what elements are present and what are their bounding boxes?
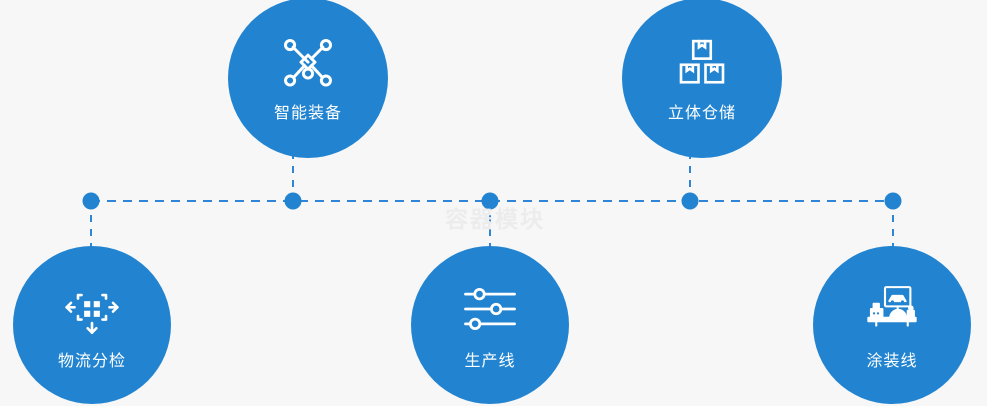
junction-dot-equipment bbox=[284, 192, 302, 210]
node-label: 智能装备 bbox=[273, 103, 342, 122]
network-nodes-icon bbox=[280, 35, 336, 91]
node-painting-line[interactable]: 涂装线 bbox=[813, 246, 971, 404]
watermark-label: 容器模块 bbox=[445, 207, 545, 233]
sorting-scan-icon bbox=[64, 281, 120, 337]
stacked-boxes-icon bbox=[674, 35, 730, 91]
node-label: 立体仓储 bbox=[667, 103, 736, 122]
sliders-icon bbox=[462, 281, 518, 337]
node-logistics-sorting[interactable]: 物流分检 bbox=[13, 246, 171, 404]
paint-booth-icon bbox=[864, 281, 920, 337]
junction-dot-logistics bbox=[82, 192, 100, 210]
node-production-line[interactable]: 生产线 bbox=[411, 246, 569, 404]
node-intelligent-equipment[interactable]: 智能装备 bbox=[228, 0, 388, 158]
junction-dot-production bbox=[481, 192, 499, 210]
node-label: 生产线 bbox=[464, 351, 516, 370]
node-label: 物流分检 bbox=[57, 351, 126, 370]
node-stereoscopic-warehouse[interactable]: 立体仓储 bbox=[622, 0, 782, 158]
node-label: 涂装线 bbox=[866, 351, 918, 370]
junction-dot-warehouse bbox=[681, 192, 699, 210]
junction-dot-painting bbox=[884, 192, 902, 210]
